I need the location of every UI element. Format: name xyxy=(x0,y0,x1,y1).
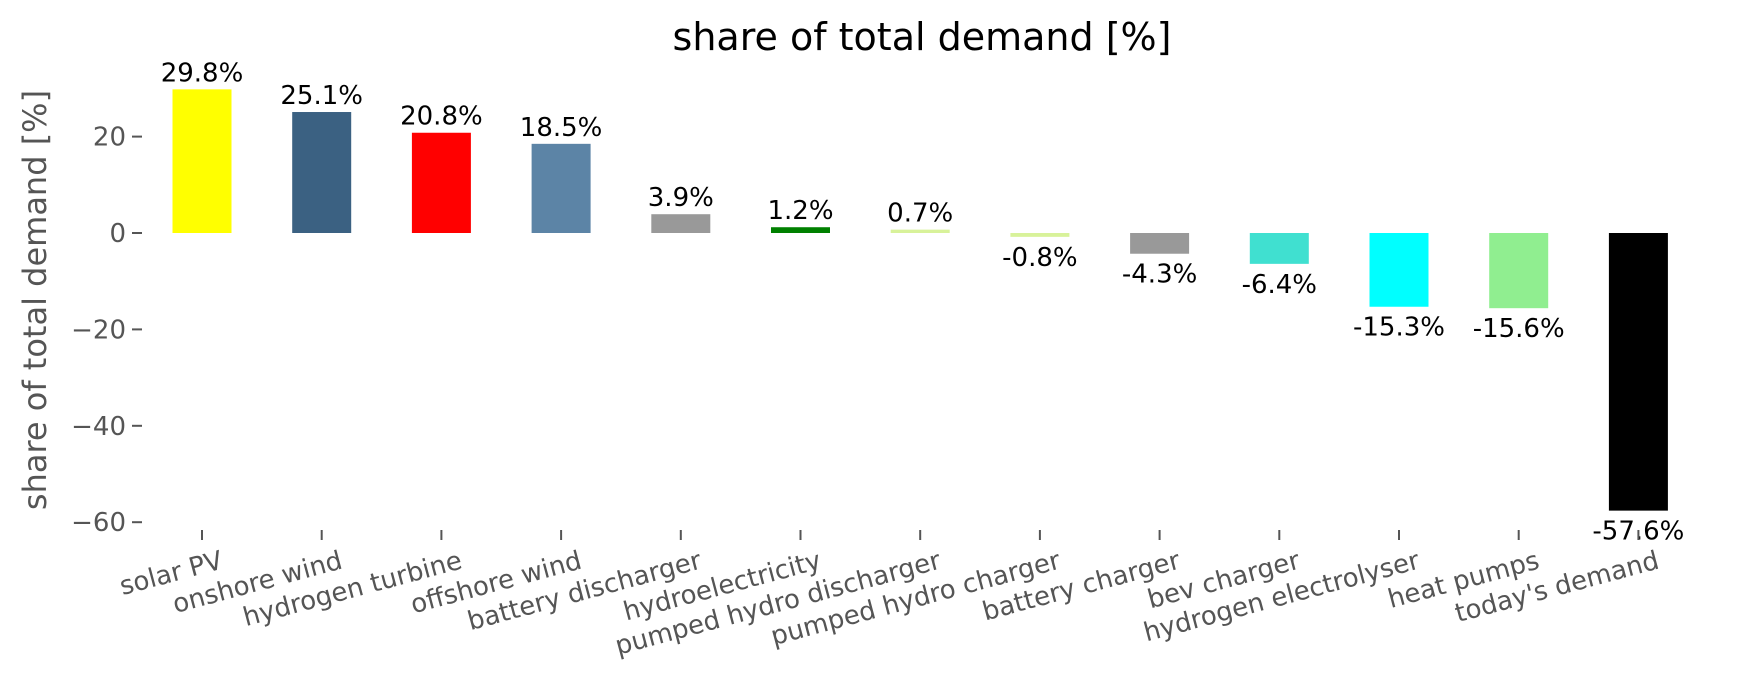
bar xyxy=(1010,233,1070,237)
y-tick-label: −60 xyxy=(71,508,126,538)
bar-value-label: 20.8% xyxy=(400,102,483,132)
bar-value-label: -15.3% xyxy=(1353,313,1445,343)
bar xyxy=(172,89,232,233)
bar xyxy=(1608,233,1668,511)
bar-value-label: 3.9% xyxy=(648,183,714,213)
bar xyxy=(411,132,471,233)
bar-value-label: -6.4% xyxy=(1242,270,1317,300)
y-tick-label: 0 xyxy=(109,219,126,249)
bar-value-label: -4.3% xyxy=(1122,260,1197,290)
bar xyxy=(531,143,591,233)
bar-value-label: 18.5% xyxy=(520,113,603,143)
bar xyxy=(1489,233,1549,309)
bar xyxy=(771,227,830,233)
bar-value-label: 1.2% xyxy=(767,196,833,226)
bar xyxy=(1369,233,1429,307)
y-axis: 20 0 −20 −40 −60 xyxy=(71,123,142,538)
data-labels: 29.8% 25.1% 20.8% 18.5% 3.9% 1.2% 0.7% -0.8% -4.… xyxy=(161,58,1685,546)
bars xyxy=(172,89,1668,511)
bar xyxy=(1249,233,1309,264)
y-tick-label: 20 xyxy=(93,123,126,153)
bar-value-label: -0.8% xyxy=(1002,243,1077,273)
bar-value-label: 0.7% xyxy=(887,199,953,229)
y-tick-label: −20 xyxy=(71,315,126,345)
bar xyxy=(890,229,950,233)
bar xyxy=(292,112,352,233)
bar xyxy=(651,214,711,233)
bar-value-label: -15.6% xyxy=(1473,314,1565,344)
bar-value-label: 25.1% xyxy=(280,81,363,111)
y-tick-label: −40 xyxy=(71,412,126,442)
chart-title: share of total demand [%] xyxy=(673,15,1172,59)
bar-value-label: 29.8% xyxy=(161,58,244,88)
bar xyxy=(1130,233,1190,254)
y-axis-label: share of total demand [%] xyxy=(16,90,54,510)
